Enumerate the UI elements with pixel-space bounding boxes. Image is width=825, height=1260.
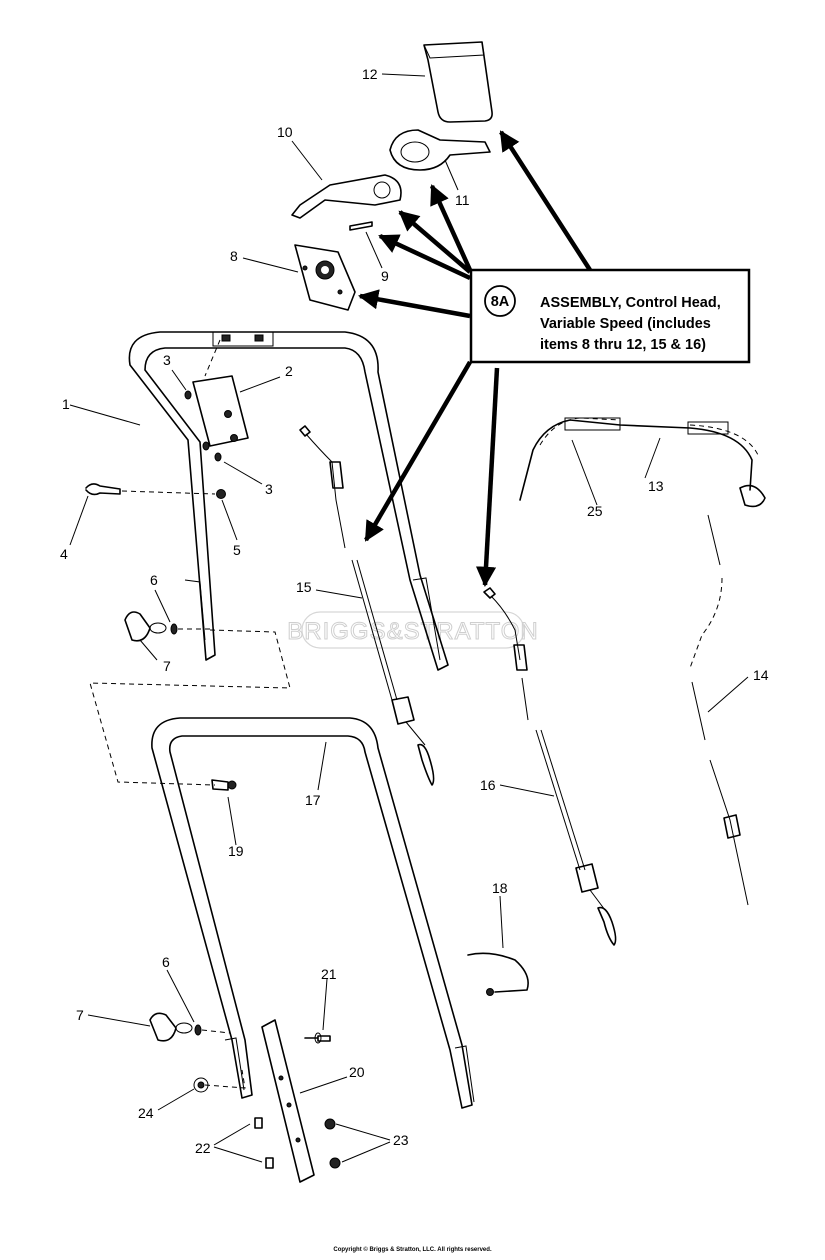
label-20: 20 — [349, 1064, 365, 1080]
part-labels: 1 2 3 3 4 5 6 7 8 9 10 11 12 13 14 15 16… — [60, 66, 769, 1156]
wing-knob-upper — [124, 611, 167, 642]
cable-13-25 — [519, 417, 766, 508]
callout-line-1: ASSEMBLY, Control Head, — [540, 295, 721, 311]
label-6a: 6 — [150, 572, 158, 588]
handle-bolt — [211, 779, 237, 791]
label-12: 12 — [362, 66, 378, 82]
nut — [216, 489, 226, 499]
label-7a: 7 — [163, 658, 171, 674]
control-bracket — [192, 339, 249, 447]
watermark: BRIGGS&STRATTON — [287, 611, 538, 649]
label-17: 17 — [305, 792, 321, 808]
speed-lever — [291, 174, 402, 219]
watermark-text: BRIGGS&STRATTON — [287, 618, 538, 645]
label-7b: 7 — [76, 1007, 84, 1023]
washer-upper — [170, 623, 178, 635]
washer-lower — [194, 1024, 202, 1036]
label-16: 16 — [480, 777, 496, 793]
mounting-plate — [261, 1019, 315, 1183]
copyright-notice: Copyright © Briggs & Stratton, LLC. All … — [333, 1247, 492, 1253]
control-knob — [389, 129, 491, 171]
label-15: 15 — [296, 579, 312, 595]
label-3a: 3 — [163, 352, 171, 368]
label-24: 24 — [138, 1105, 154, 1121]
screw-3a — [184, 390, 192, 400]
bolt-21 — [304, 1032, 331, 1044]
cable-14 — [689, 514, 749, 906]
leader-lines — [69, 73, 749, 1163]
pin-9 — [349, 221, 373, 231]
label-25: 25 — [587, 503, 603, 519]
label-21: 21 — [321, 966, 337, 982]
callout-arrows — [358, 130, 592, 588]
upper-handle — [128, 331, 449, 671]
callout-line-2: Variable Speed (includes — [540, 316, 711, 332]
label-1: 1 — [62, 396, 70, 412]
callout-line-3: items 8 thru 12, 15 & 16) — [540, 337, 706, 353]
lower-handle — [151, 717, 475, 1109]
assembly-callout: 8A ASSEMBLY, Control Head, Variable Spee… — [469, 268, 751, 364]
label-22: 22 — [195, 1140, 211, 1156]
label-19: 19 — [228, 843, 244, 859]
label-3b: 3 — [265, 481, 273, 497]
control-head-base — [294, 244, 356, 311]
screws-22 — [254, 1117, 274, 1169]
label-4: 4 — [60, 546, 68, 562]
plug-24 — [193, 1077, 209, 1093]
control-cable-15 — [299, 425, 435, 786]
callout-id: 8A — [491, 294, 510, 310]
label-9: 9 — [381, 268, 389, 284]
wire-clip-18 — [467, 952, 529, 996]
nuts-23 — [324, 1118, 341, 1169]
label-18: 18 — [492, 880, 508, 896]
cover-12 — [423, 41, 493, 123]
carriage-bolt — [85, 483, 216, 496]
label-6b: 6 — [162, 954, 170, 970]
screw-3b — [202, 441, 222, 462]
label-11: 11 — [455, 192, 470, 208]
wing-knob-lower — [149, 1012, 193, 1042]
label-13: 13 — [648, 478, 664, 494]
label-23: 23 — [393, 1132, 409, 1148]
label-14: 14 — [753, 667, 769, 683]
label-8: 8 — [230, 248, 238, 264]
control-cable-16 — [483, 587, 617, 946]
label-2: 2 — [285, 363, 293, 379]
label-10: 10 — [277, 124, 293, 140]
label-5: 5 — [233, 542, 241, 558]
